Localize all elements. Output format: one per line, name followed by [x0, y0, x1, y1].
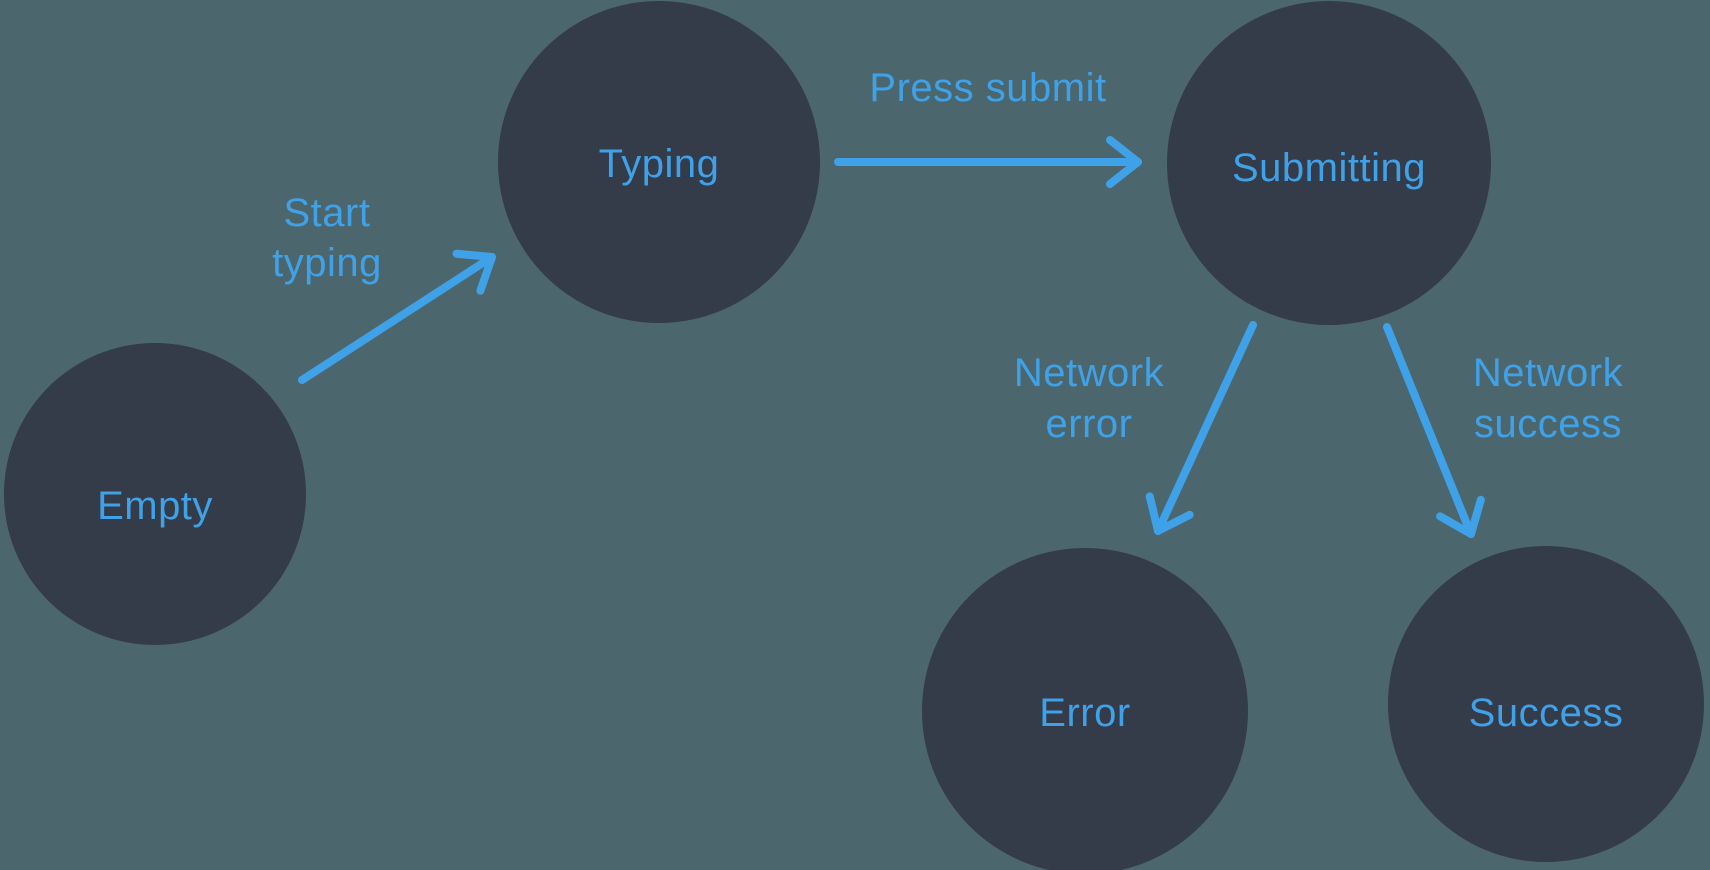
transition-network-success: Network success — [1383, 323, 1624, 538]
transition-label-network-error-line1: Network — [1014, 351, 1165, 395]
transition-network-error: Network error — [1014, 321, 1257, 535]
state-circle-typing — [498, 1, 820, 323]
state-node-submitting: Submitting — [1167, 1, 1491, 325]
state-circle-error — [922, 548, 1248, 870]
state-circle-success — [1388, 546, 1704, 862]
transition-start-typing: Start typing — [272, 191, 496, 384]
state-label-success: Success — [1469, 691, 1624, 735]
transition-press-submit: Press submit — [834, 66, 1142, 188]
transition-label-network-success-line2: success — [1474, 402, 1622, 446]
state-label-submitting: Submitting — [1232, 146, 1426, 190]
transition-arrow-start-typing — [298, 249, 496, 384]
state-label-error: Error — [1039, 691, 1130, 735]
state-node-success: Success — [1388, 546, 1704, 862]
transition-label-start-typing-line1: Start — [284, 191, 371, 235]
state-label-empty: Empty — [97, 484, 213, 528]
state-node-empty: Empty — [4, 343, 306, 645]
state-node-typing: Typing — [498, 1, 820, 323]
transition-label-start-typing-line2: typing — [272, 241, 382, 285]
transition-label-network-error-line2: error — [1046, 402, 1133, 446]
state-label-typing: Typing — [599, 142, 720, 186]
state-circle-empty — [4, 343, 306, 645]
state-node-error: Error — [922, 548, 1248, 870]
transition-label-network-success-line1: Network — [1473, 351, 1624, 395]
transition-arrow-network-success — [1383, 323, 1485, 538]
state-circle-submitting — [1167, 1, 1491, 325]
transition-arrow-network-error — [1145, 321, 1257, 535]
transition-label-press-submit: Press submit — [869, 66, 1106, 110]
